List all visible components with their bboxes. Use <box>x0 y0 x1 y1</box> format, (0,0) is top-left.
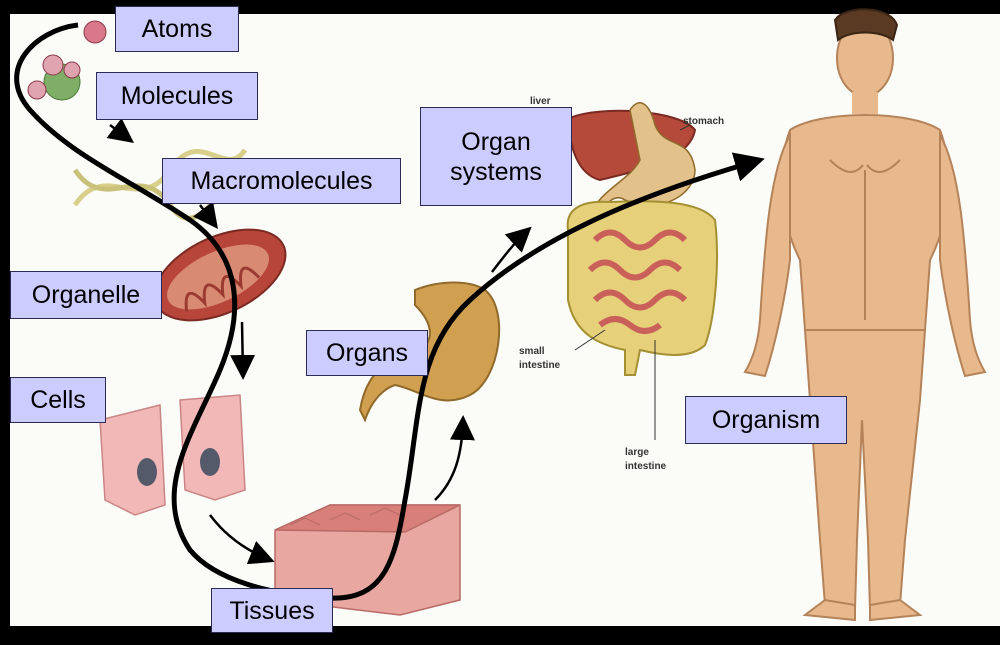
stomach-label: stomach <box>683 116 724 127</box>
liver-label: liver <box>530 96 551 107</box>
small-intestine-label-line2: intestine <box>519 360 561 371</box>
arrow-organelle-to-cells <box>242 322 243 375</box>
atom-icon <box>84 21 106 43</box>
label-macromolecules: Macromolecules <box>162 158 401 204</box>
label-atoms: Atoms <box>115 6 239 52</box>
large-intestine-label-line1: large <box>625 447 649 458</box>
label-molecules: Molecules <box>96 72 258 120</box>
small-intestine-label-line1: small <box>519 346 545 357</box>
large-intestine-label-line2: intestine <box>625 461 667 472</box>
label-organelle: Organelle <box>10 271 162 319</box>
label-organ-systems: Organ systems <box>420 107 572 206</box>
label-cells: Cells <box>10 377 106 423</box>
label-organism: Organism <box>685 396 847 444</box>
label-tissues: Tissues <box>211 588 333 633</box>
label-organs: Organs <box>306 330 428 376</box>
